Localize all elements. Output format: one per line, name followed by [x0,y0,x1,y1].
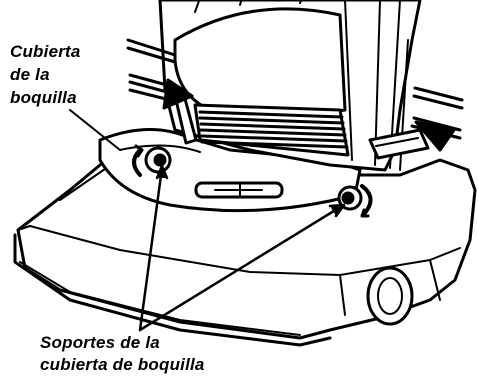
nozzle-cover-label-line-2: de la [10,65,50,84]
cover-support-right [337,184,373,218]
cover-supports-label-line-2: cubierta de boquilla [40,355,205,374]
nozzle-cover-label-line-1: Cubierta [10,42,81,61]
leader-line-nozzle-cover [69,109,121,151]
nozzle-cover-label: Cubierta de la boquilla [10,40,81,109]
motion-arrows-left [126,38,194,110]
cover-supports-label: Soportes de la cubierta de boquilla [40,332,205,376]
cover-supports-label-line-1: Soportes de la [40,333,160,352]
cover-support-left [132,144,172,177]
nozzle-cover-label-line-3: boquilla [10,88,77,107]
leader-lines-supports [138,164,346,332]
motion-arrows-right [410,86,464,152]
vacuum-grille [174,93,350,157]
